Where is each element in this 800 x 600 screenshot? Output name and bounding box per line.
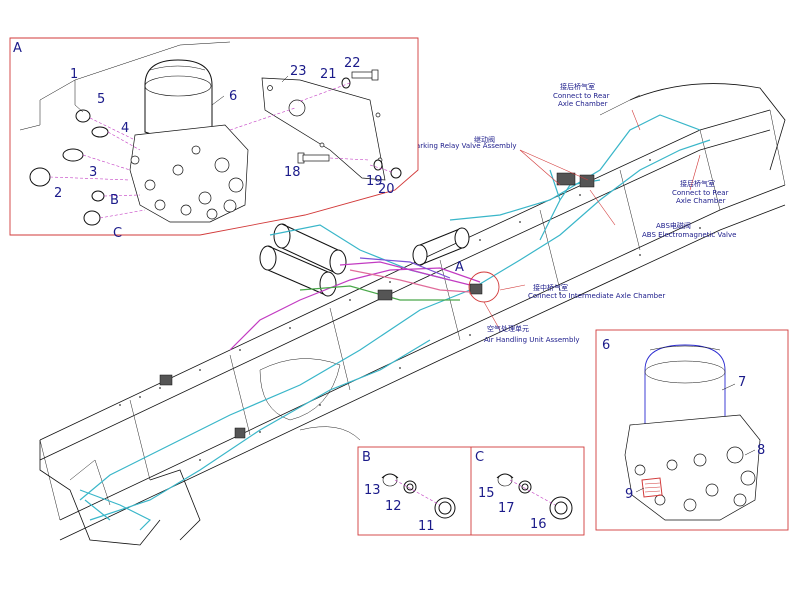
pipe-green [299, 285, 460, 301]
leader-lines-main [483, 109, 701, 331]
callout-2: 2 [54, 186, 62, 201]
callout-3: 3 [89, 165, 97, 180]
detail-b: B 13 12 11 [362, 450, 456, 534]
locator-a-label: A [455, 260, 464, 275]
callout-7: 7 [738, 375, 746, 390]
detail-bc-panel: B 13 12 11 C 15 17 16 [357, 446, 585, 536]
callout-23: 23 [290, 64, 307, 79]
clip-13 [381, 473, 399, 487]
detail-c: C 15 17 16 [475, 450, 573, 532]
detail-6-leaders [635, 383, 756, 493]
air-tank-pair [259, 223, 470, 297]
mounting-bracket [261, 77, 386, 181]
pipe-cyan-front [79, 489, 152, 531]
plug-16 [549, 496, 573, 520]
label-intermediate-en: Connect to Intermediate Axle Chamber [528, 292, 665, 300]
label-rear-axle-mid-zh: 接后桥气室 [680, 179, 715, 188]
fitting-b [91, 190, 105, 202]
callout-19: 19 [366, 174, 383, 189]
label-parking-zh: 继动阀 [474, 135, 495, 144]
label-rear-axle-top-en2: Axle Chamber [558, 100, 608, 108]
chassis-frame [39, 83, 786, 546]
label-air-en: Air Handling Unit Assembly [484, 336, 579, 344]
label-rear-axle-top-en1: Connect to Rear [553, 92, 610, 100]
label-abs-zh: ABS电磁阀 [656, 221, 691, 230]
valve-body-6 [624, 414, 761, 521]
plug-11 [434, 497, 456, 519]
air-pipelines [79, 114, 711, 531]
callout-21: 21 [320, 67, 337, 82]
callout-1: 1 [70, 67, 78, 82]
bolt-18 [297, 152, 330, 164]
pipe-purple [359, 257, 451, 279]
callout-20: 20 [378, 182, 395, 197]
callout-8: 8 [757, 443, 765, 458]
dryer-cartridge [144, 59, 213, 139]
label-rear-axle-mid-en1: Connect to Rear [672, 189, 729, 197]
callout-11: 11 [418, 519, 435, 534]
detail-6-title: 6 [602, 338, 610, 353]
callout-16: 16 [530, 517, 547, 532]
label-parking-en: Parking Relay Valve Assembly [412, 142, 517, 150]
nut-20 [390, 167, 402, 179]
clip-15 [496, 473, 514, 487]
detail-a-panel: A [9, 37, 419, 241]
label-air-zh: 空气处理单元 [487, 324, 529, 333]
callout-15: 15 [478, 486, 495, 501]
valve-body-a [129, 124, 249, 223]
air-tank-front [273, 223, 347, 275]
callout-9: 9 [625, 487, 633, 502]
callout-12: 12 [385, 499, 402, 514]
detail-a-letter: A [13, 41, 22, 56]
callout-17: 17 [498, 501, 515, 516]
air-tank-right [412, 227, 470, 266]
bolt-22 [351, 69, 379, 81]
label-intermediate-zh: 接中桥气室 [533, 283, 568, 292]
callout-4: 4 [121, 121, 129, 136]
assembly-lines [49, 82, 393, 219]
pipe-magenta-2 [229, 267, 481, 351]
valve-clusters [159, 172, 595, 439]
callout-18: 18 [284, 165, 301, 180]
pipe-cyan-upper [449, 114, 701, 221]
callout-22: 22 [344, 56, 361, 71]
label-rear-axle-top-zh: 接后桥气室 [560, 82, 595, 91]
washer-19 [373, 159, 383, 171]
detail-a-leaders [19, 41, 289, 131]
fitting-2 [29, 167, 51, 187]
detail-a-callouts: 1 2 3 4 5 6 B C 23 22 21 18 19 20 [54, 56, 395, 241]
ring-12 [403, 480, 417, 494]
callout-6: 6 [229, 89, 237, 104]
fitting-c [83, 210, 101, 226]
detail-b-title: B [362, 450, 371, 465]
fitting-5 [75, 109, 91, 123]
ring-17 [518, 480, 532, 494]
pipe-pink [349, 269, 471, 293]
silencer-9 [641, 477, 663, 498]
washer-21 [341, 77, 351, 89]
callout-c: C [113, 226, 122, 241]
detail-c-title: C [475, 450, 484, 465]
callout-b: B [110, 193, 119, 208]
label-abs-en: ABS Electromagnetic Valve [642, 231, 736, 239]
callout-5: 5 [97, 92, 105, 107]
main-view-labels: 接后桥气室 Connect to Rear Axle Chamber 继动阀 P… [412, 82, 736, 344]
label-rear-axle-mid-en2: Axle Chamber [676, 197, 726, 205]
callout-13: 13 [364, 483, 381, 498]
pipe-cyan-lower [89, 339, 431, 521]
pipe-magenta-1 [339, 261, 471, 286]
detail-6-panel: 6 7 8 9 [595, 329, 789, 531]
